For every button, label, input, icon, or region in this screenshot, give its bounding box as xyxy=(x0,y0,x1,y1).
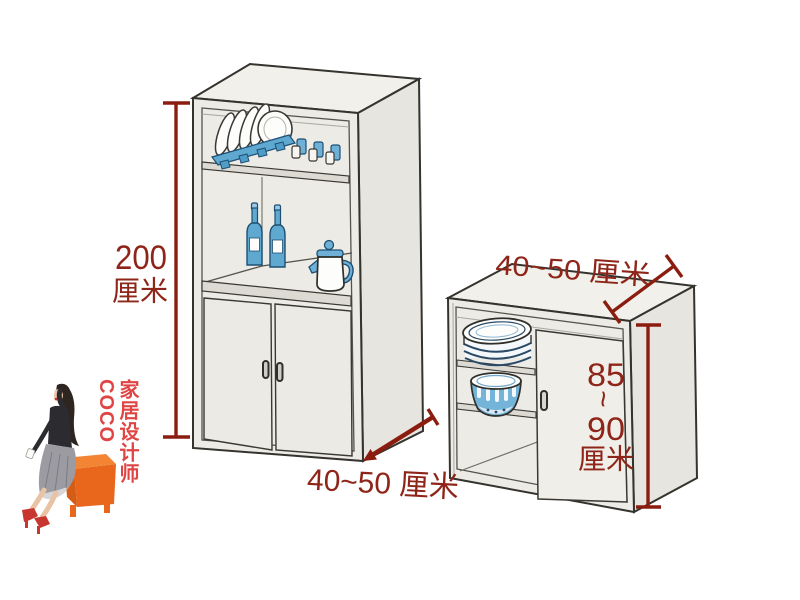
top-plate-rim xyxy=(468,321,526,341)
low-depth-dimension xyxy=(602,254,684,324)
plate-edge xyxy=(463,349,532,360)
sliding-door-panel xyxy=(535,329,628,503)
low-height-tilde-label: ~ xyxy=(587,390,620,408)
dish-rack xyxy=(210,103,297,170)
dish-rack-foot xyxy=(256,147,268,158)
tall-depth-dimension xyxy=(363,408,440,461)
low-height-bottom-label: 90 xyxy=(587,411,625,447)
plate-stack-outline xyxy=(463,335,532,345)
sliding-door xyxy=(535,329,628,503)
teapot-icon xyxy=(308,239,354,292)
woman-figure-icon xyxy=(22,383,79,534)
watermark-illustration xyxy=(22,383,116,534)
tall-cabinet-inner-frame xyxy=(201,107,355,452)
dish-rack-foot xyxy=(238,153,250,164)
left-door xyxy=(203,297,273,451)
low-height-unit-label: 厘米 xyxy=(578,444,634,475)
watermark-text: 家居设计师COCO xyxy=(95,379,138,484)
door-handle xyxy=(262,360,270,379)
low-cabinet xyxy=(444,262,699,514)
tall-height-value-label: 200 xyxy=(115,239,167,277)
dish-rack-foot xyxy=(219,159,231,170)
low-cabinet-shelf xyxy=(456,359,536,376)
red-heel-icon xyxy=(34,516,50,528)
tall-cabinet-doors xyxy=(203,297,353,457)
cup-icon xyxy=(291,145,301,159)
bottle-icon xyxy=(269,204,286,268)
stool-icon xyxy=(64,454,116,517)
tall-height-dimension xyxy=(163,101,190,439)
plate-edge xyxy=(464,356,532,367)
low-height-top-label: 85 xyxy=(587,357,625,393)
tall-cabinet xyxy=(189,62,425,463)
tall-cabinet-shelf xyxy=(201,161,350,184)
red-heel-icon xyxy=(22,508,38,522)
plate-stack xyxy=(462,317,532,367)
wine-bottles xyxy=(246,202,286,268)
top-plate-rim xyxy=(475,324,519,338)
dish-rack-rail xyxy=(210,134,297,166)
rice-bowl-icon xyxy=(470,372,522,417)
low-cabinet-floor-line xyxy=(459,437,549,472)
cup-icon xyxy=(325,151,335,165)
low-cabinet-left-stile-line xyxy=(452,302,455,475)
door-handle xyxy=(276,362,284,382)
bottle-icon xyxy=(246,202,263,266)
tall-cabinet-counter-rail xyxy=(201,280,352,307)
plate-edge xyxy=(463,342,532,353)
tall-height-unit-label: 厘米 xyxy=(112,276,168,307)
cups xyxy=(291,138,341,165)
sliding-door-handle xyxy=(540,390,548,411)
cup-icon xyxy=(308,148,318,162)
low-height-dimension xyxy=(636,323,661,509)
tall-depth-label: 40~50 厘米 xyxy=(306,464,460,505)
low-cabinet-side-face xyxy=(628,284,699,514)
right-door xyxy=(274,303,353,457)
tall-cabinet-side-face xyxy=(356,77,425,463)
dish-rack-foot xyxy=(274,141,286,152)
